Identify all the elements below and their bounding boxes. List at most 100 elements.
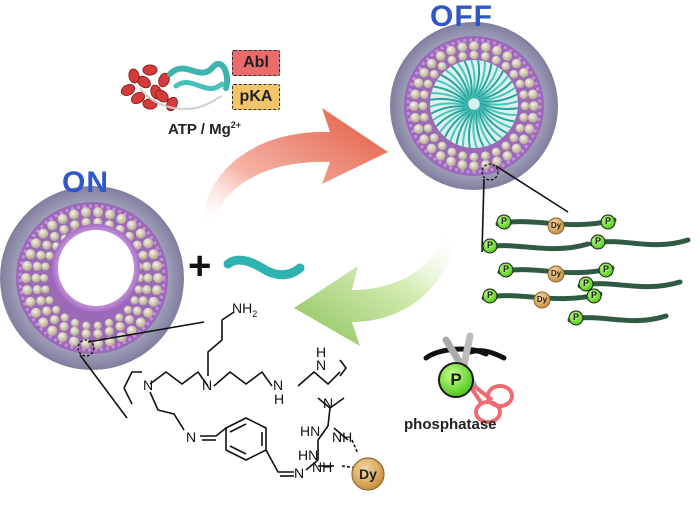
lipid-bead <box>458 51 467 61</box>
lipid-bead <box>519 113 529 122</box>
off-zoom-circle <box>481 163 499 181</box>
lipid-bead <box>419 113 429 122</box>
lipid-bead <box>126 220 137 231</box>
lipid-bead <box>143 307 154 318</box>
cofactor-base: ATP / Mg <box>168 121 231 138</box>
dy-ion <box>351 457 385 491</box>
lipid-bead <box>501 141 511 151</box>
phosphorylation-arrow <box>200 108 388 228</box>
lipid-bead <box>492 156 502 167</box>
lipid-bead <box>529 101 539 111</box>
lipid-bead <box>45 251 54 260</box>
lipid-bead <box>426 143 437 154</box>
lipid-bead <box>457 160 468 170</box>
benzaldimine-n: N <box>294 465 305 481</box>
dy-marker <box>547 217 565 235</box>
peptide-strand <box>431 92 469 105</box>
phosphate-marker-label: P <box>500 216 507 226</box>
phosphate-ball <box>438 362 474 398</box>
peptide-strand <box>472 60 481 99</box>
backbone-2 <box>213 371 273 387</box>
peptide-strand <box>429 102 469 108</box>
lipid-bead <box>143 238 154 249</box>
secondary-n: N <box>273 377 284 393</box>
phosphopeptide-chain <box>589 237 691 248</box>
lipid-bead <box>57 213 68 224</box>
cofactor-label: ATP / Mg2+ <box>168 120 241 138</box>
lipid-bead <box>423 79 433 89</box>
lipid-bead <box>50 231 60 241</box>
lipid-bead <box>509 69 519 79</box>
guanidine-link <box>305 425 329 471</box>
phosphate-marker-label: P <box>572 312 579 322</box>
off-vesicle <box>390 22 569 253</box>
peptide-strand <box>475 66 499 100</box>
lipid-bead <box>126 325 137 336</box>
lipid-bead <box>509 133 519 143</box>
guanidine-hn-1: HN <box>300 423 321 439</box>
kinase-beta-strand-2 <box>173 80 225 92</box>
alpha-helix-turn <box>142 98 158 110</box>
peptide-strand <box>472 109 478 149</box>
lipid-bead <box>447 147 457 157</box>
peptide-strand <box>474 63 493 99</box>
lipid-bead <box>82 321 91 330</box>
lipid-bead <box>469 50 479 60</box>
amine-label: NH2 <box>232 301 257 321</box>
lipid-bead <box>502 51 513 61</box>
lipid-bead <box>30 238 41 249</box>
secondary-h: H <box>274 391 285 407</box>
lipid-bead <box>68 209 79 220</box>
lipid-bead <box>437 61 447 71</box>
plus-operator: + <box>188 244 212 288</box>
lipid-bead <box>419 90 429 99</box>
alpha-helix-turn <box>155 89 169 103</box>
lipid-bead <box>42 240 52 250</box>
lipid-bead <box>469 152 479 162</box>
lipid-bead <box>151 260 162 271</box>
lipid-bead <box>30 307 41 318</box>
lipid-bead <box>52 305 61 314</box>
lipid-bead <box>457 42 468 52</box>
lipid-bead <box>511 143 522 154</box>
kinase-abl-tag: Abl <box>232 50 280 76</box>
phosphate-marker <box>598 262 614 278</box>
lipid-bead <box>115 321 125 331</box>
lipid-bead <box>81 217 91 227</box>
lipid-bead <box>446 45 456 56</box>
dimethyl-arm-2 <box>329 397 345 409</box>
benzene-inner-1 <box>229 423 247 433</box>
lipid-bead <box>134 285 143 294</box>
peptide-strand <box>479 93 518 103</box>
peptide-strand <box>479 104 515 123</box>
phosphopeptide-array <box>481 214 691 326</box>
lipid-bead <box>38 228 49 239</box>
peptide-strand <box>455 109 474 145</box>
phosphate-marker-label: P <box>594 236 601 246</box>
amine-arm <box>207 311 235 376</box>
lipid-bead <box>528 112 538 123</box>
bracket-right <box>339 359 347 377</box>
lipid-bead <box>42 306 52 316</box>
peptide-strand <box>450 65 471 100</box>
peptide-strand <box>479 103 517 116</box>
phosphate-marker <box>496 214 512 230</box>
lipid-bead <box>36 296 46 306</box>
scissor-handle-2 <box>474 400 502 424</box>
lipid-bead <box>151 285 162 296</box>
peptide-strand <box>478 86 516 102</box>
lipid-bead <box>528 89 538 100</box>
imine-double-bond <box>200 427 227 437</box>
kinase-beta-strand <box>167 61 230 91</box>
lipid-bead <box>143 273 153 283</box>
state-off-label: OFF <box>430 0 493 33</box>
off-vesicle-membrane-lines <box>406 38 542 174</box>
lipid-bead <box>22 285 33 296</box>
lipid-bead <box>153 273 163 283</box>
lipid-bead <box>81 329 91 339</box>
tertiary-n-1: N <box>143 377 154 393</box>
lipid-bead <box>446 156 456 167</box>
lipid-bead <box>50 315 60 325</box>
lipid-bead <box>93 207 104 218</box>
lipid-bead <box>57 332 68 343</box>
